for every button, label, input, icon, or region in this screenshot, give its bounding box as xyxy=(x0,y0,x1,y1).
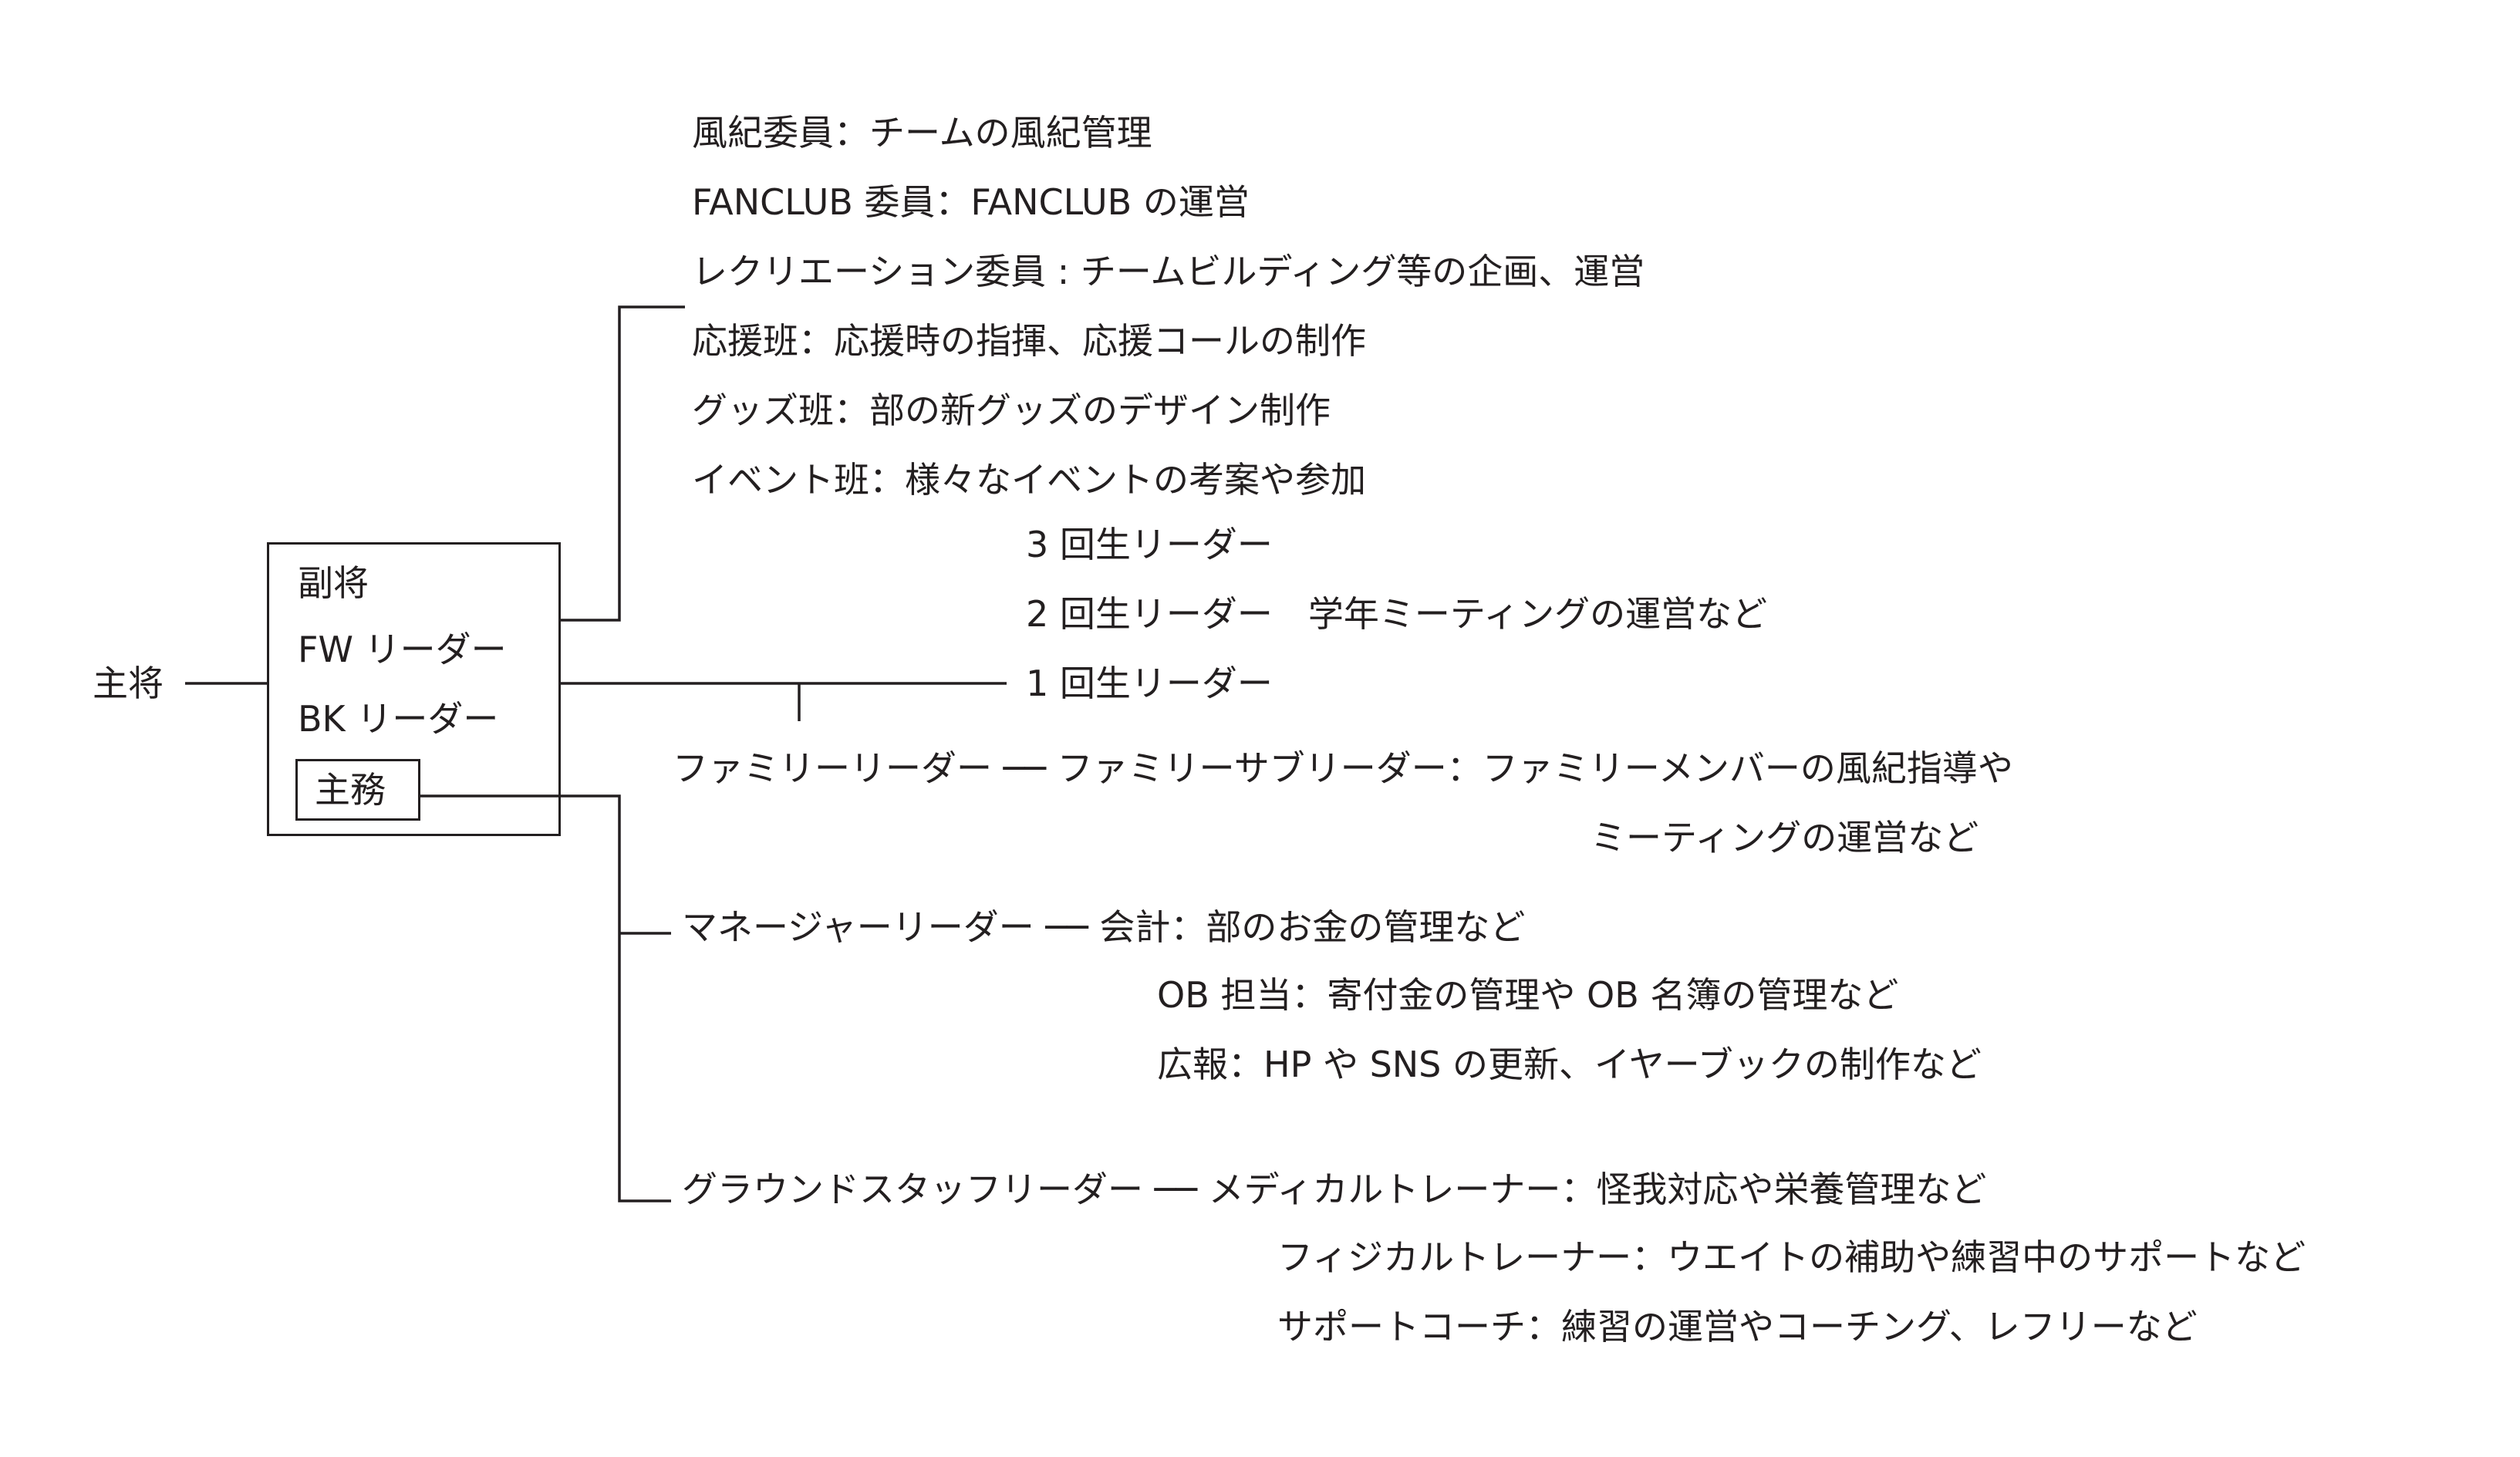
manager-leader: マネージャーリーダー ── 会計：部のお金の管理など xyxy=(682,906,1526,948)
grade-leader: 2 回生リーダー 学年ミーティングの運営など xyxy=(1026,593,1768,635)
shumu-connector xyxy=(420,794,671,1202)
leader-fw: FW リーダー xyxy=(298,629,507,670)
committees-connector xyxy=(561,305,685,622)
leader-shumu: 主務 xyxy=(315,769,386,811)
grade-leader: 1 回生リーダー xyxy=(1026,663,1273,704)
shumu-box xyxy=(295,759,420,821)
committee-item: 応援班：応援時の指揮、応援コールの制作 xyxy=(692,320,1366,362)
committee-item: 風紀委員：チームの風紀管理 xyxy=(692,112,1152,153)
manager-role: OB 担当：寄付金の管理や OB 名簿の管理など xyxy=(1157,974,1899,1016)
family-continuation: ミーティングの運営など xyxy=(1591,817,1979,858)
grade-leader: 3 回生リーダー xyxy=(1026,524,1273,565)
ground-staff-role: フィジカルトレーナー：ウエイトの補助や練習中のサポートなど xyxy=(1277,1236,2306,1278)
leader-bk: BK リーダー xyxy=(298,698,499,740)
leader-vice-captain: 副将 xyxy=(298,562,369,604)
committee-item: イベント班：様々なイベントの考案や参加 xyxy=(692,459,1366,501)
leaders-box xyxy=(267,542,561,836)
committee-item: FANCLUB 委員：FANCLUB の運営 xyxy=(692,181,1250,223)
committee-item: グッズ班：部の新グッズのデザイン制作 xyxy=(692,390,1331,431)
ground-staff-role: サポートコーチ：練習の運営やコーチング、レフリーなど xyxy=(1277,1306,2198,1347)
family-leader: ファミリーリーダー ── ファミリーサブリーダー：ファミリーメンバーの風紀指導や xyxy=(673,747,2013,789)
ground-staff-leader: グラウンドスタッフリーダー ── メディカルトレーナー：怪我対応や栄養管理など xyxy=(682,1169,1987,1210)
root-label: 主将 xyxy=(93,663,164,704)
manager-role: 広報：HP や SNS の更新、イヤーブックの制作など xyxy=(1157,1044,1982,1085)
committee-item: レクリエーション委員 : チームビルディング等の企画、運営 xyxy=(692,251,1645,292)
